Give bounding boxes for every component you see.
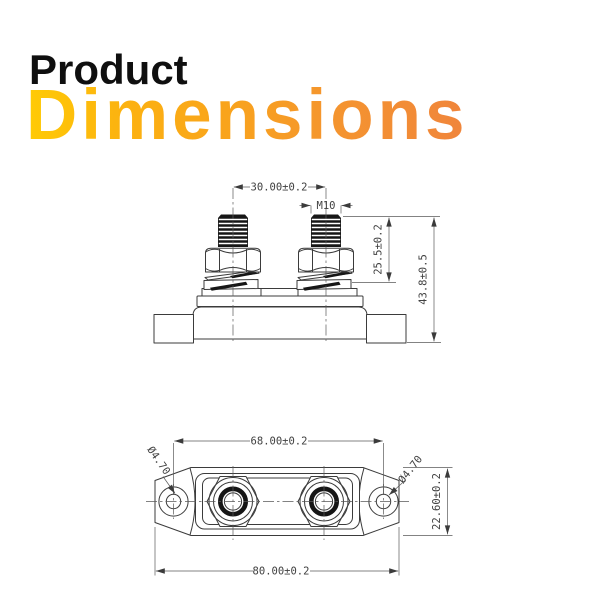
title-dimensions: Dimensions bbox=[26, 76, 469, 155]
top-view-drawing: 68.00±0.2 Ø4.70 Ø4.70 22.60±0.2 80.00±0.… bbox=[144, 435, 453, 577]
right-stud-assembly bbox=[296, 214, 354, 291]
dim-overall-height: 43.8±0.5 bbox=[407, 217, 441, 343]
dim-body-width: 22.60±0.2 bbox=[403, 467, 453, 536]
dim-hole-spacing: 68.00±0.2 bbox=[173, 435, 384, 495]
dim-overall-length-label: 80.00±0.2 bbox=[253, 565, 310, 577]
dim-thread-size-label: M10 bbox=[317, 200, 336, 212]
dim-stud-height-label: 25.5±0.2 bbox=[373, 224, 385, 275]
dim-thread-size: M10 bbox=[299, 200, 353, 214]
base-step-front bbox=[196, 295, 364, 307]
left-mounting-foot-front bbox=[153, 314, 194, 344]
base-body-front bbox=[192, 306, 368, 340]
title-product: Product bbox=[29, 46, 188, 93]
dim-right-hole-diameter-label: Ø4.70 bbox=[396, 454, 425, 486]
insulator-inner-rect bbox=[202, 477, 353, 525]
dim-stud-spacing: 30.00±0.2 bbox=[233, 182, 326, 194]
dim-stud-height: 25.5±0.2 bbox=[352, 217, 396, 283]
dim-hole-spacing-label: 68.00±0.2 bbox=[251, 435, 308, 447]
dim-left-hole-diameter-label: Ø4.70 bbox=[144, 444, 172, 477]
busbar-strip-front bbox=[201, 288, 358, 297]
right-mounting-foot-front bbox=[366, 314, 407, 344]
left-stud-assembly bbox=[203, 214, 261, 291]
dim-overall-length: 80.00±0.2 bbox=[154, 527, 400, 577]
dim-overall-height-label: 43.8±0.5 bbox=[418, 254, 430, 305]
dim-stud-spacing-label: 30.00±0.2 bbox=[251, 182, 308, 194]
product-dimensions-title: Product Dimensions bbox=[0, 0, 600, 160]
dim-body-width-label: 22.60±0.2 bbox=[431, 473, 443, 530]
front-view-drawing: 30.00±0.2 M10 25.5±0.2 43.8±0.5 bbox=[153, 182, 441, 344]
